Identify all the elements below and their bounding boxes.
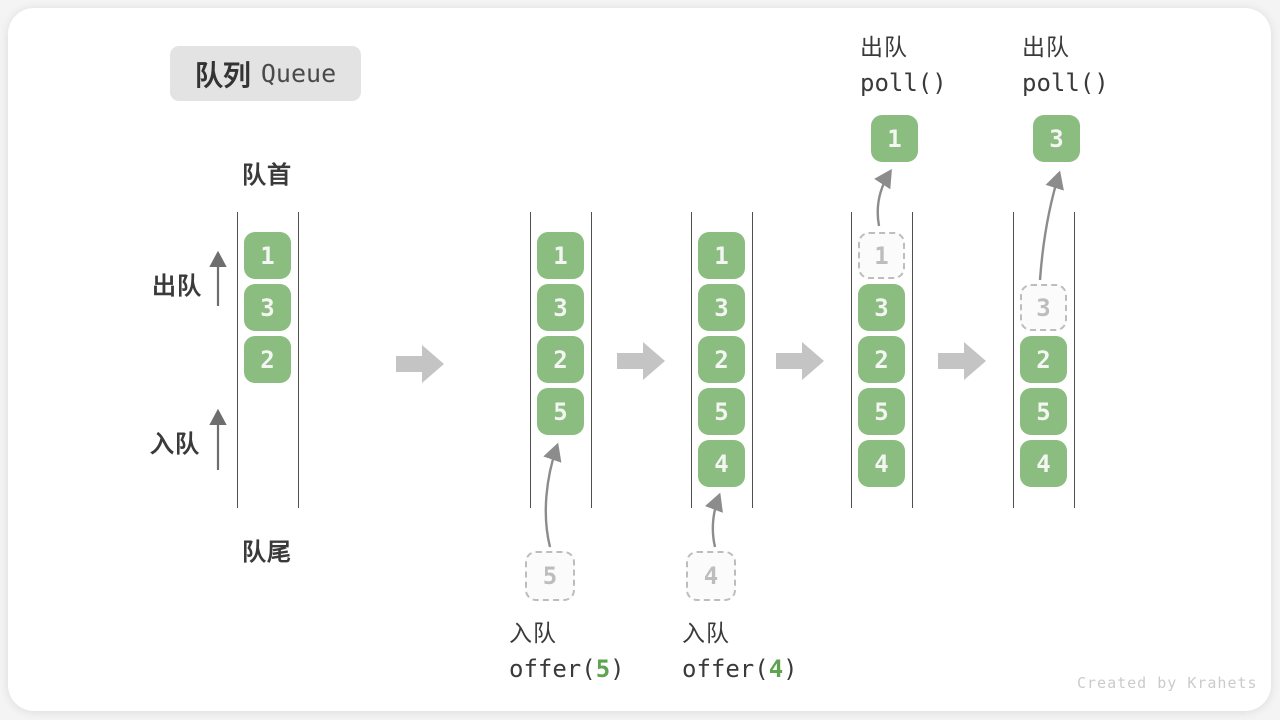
queue-front-label: 队首	[242, 162, 292, 189]
queue-wall-state-4-left	[851, 212, 852, 508]
incoming-value-box: 4	[686, 551, 736, 601]
watermark: Created by Krahets	[1077, 674, 1258, 692]
queue-element: 5	[858, 388, 905, 435]
dequeue-side-label: 出队	[152, 273, 202, 300]
enqueue-op-label-2: 入队 offer(4)	[682, 614, 798, 683]
queue-element: 1	[537, 232, 584, 279]
queue-element: 1	[244, 232, 291, 279]
popped-value-box: 1	[871, 115, 918, 162]
queue-wall-state-5-right	[1074, 212, 1075, 508]
dequeue-op-zh: 出队	[1022, 34, 1070, 60]
queue-wall-state-2-right	[591, 212, 592, 508]
queue-element: 5	[537, 388, 584, 435]
dequeue-op-label-1: 出队 poll()	[860, 28, 947, 97]
diagram-card	[8, 8, 1271, 711]
queue-wall-state-5-left	[1013, 212, 1014, 508]
enqueue-op-label-1: 入队 offer(5)	[509, 614, 625, 683]
queue-element: 5	[1020, 388, 1067, 435]
enqueue-op-zh: 入队	[509, 620, 557, 646]
queue-element: 2	[858, 336, 905, 383]
queue-element: 4	[1020, 440, 1067, 487]
queue-element: 4	[858, 440, 905, 487]
removed-element-placeholder: 3	[1020, 284, 1067, 331]
queue-element: 2	[244, 336, 291, 383]
dequeue-op-label-2: 出队 poll()	[1022, 28, 1109, 97]
queue-element: 2	[1020, 336, 1067, 383]
dequeue-op-code: poll()	[860, 69, 947, 97]
queue-element: 4	[698, 440, 745, 487]
enqueue-op-code: offer(5)	[509, 655, 625, 683]
queue-wall-state-1-right	[298, 212, 299, 508]
queue-wall-state-4-right	[912, 212, 913, 508]
queue-element: 2	[537, 336, 584, 383]
enqueue-op-code: offer(4)	[682, 655, 798, 683]
queue-wall-state-3-right	[752, 212, 753, 508]
queue-element: 2	[698, 336, 745, 383]
removed-element-placeholder: 1	[858, 232, 905, 279]
queue-element: 5	[698, 388, 745, 435]
queue-element: 1	[698, 232, 745, 279]
queue-element: 3	[244, 284, 291, 331]
dequeue-op-zh: 出队	[860, 34, 908, 60]
queue-element: 3	[698, 284, 745, 331]
queue-wall-state-3-left	[691, 212, 692, 508]
enqueue-arg: 4	[768, 655, 784, 683]
queue-element: 3	[537, 284, 584, 331]
enqueue-arg: 5	[595, 655, 611, 683]
title-zh: 队列	[194, 59, 251, 91]
enqueue-op-zh: 入队	[682, 620, 730, 646]
title-badge: 队列 Queue	[170, 46, 361, 101]
dequeue-op-code: poll()	[1022, 69, 1109, 97]
queue-wall-state-2-left	[530, 212, 531, 508]
popped-value-box: 3	[1033, 115, 1080, 162]
incoming-value-box: 5	[525, 551, 575, 601]
queue-element: 3	[858, 284, 905, 331]
enqueue-side-label: 入队	[150, 431, 200, 458]
queue-rear-label: 队尾	[242, 539, 292, 566]
queue-wall-state-1-left	[237, 212, 238, 508]
title-en: Queue	[260, 59, 337, 88]
